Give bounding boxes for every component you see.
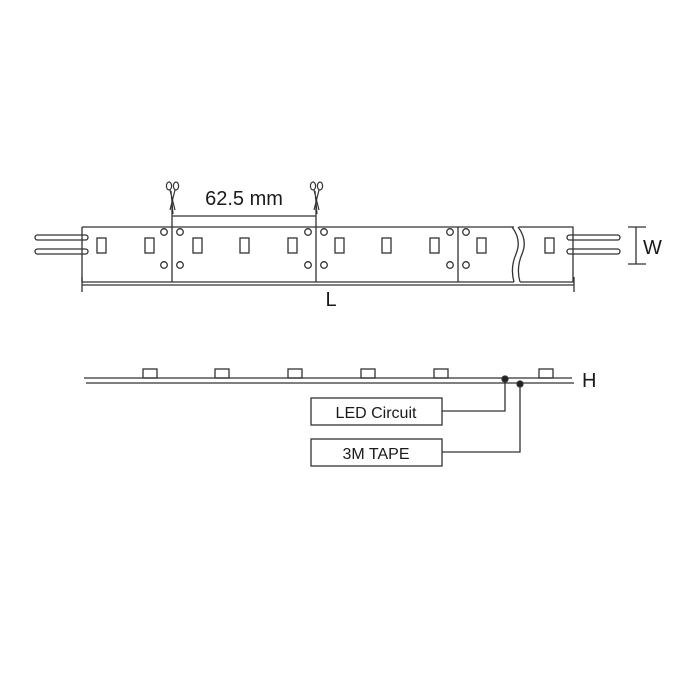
tape-label: 3M TAPE: [343, 446, 410, 463]
length-label: L: [325, 289, 336, 311]
led-circuit-box: [310, 397, 443, 426]
tape-marker: [516, 380, 524, 388]
led-circuit-label: LED Circuit: [336, 405, 417, 422]
solder-pads: [160, 228, 470, 269]
led-chips-top: [96, 237, 555, 254]
cut-spacing-label: 62.5 mm: [205, 188, 283, 210]
width-label: W: [643, 237, 662, 259]
scissors-icon: [165, 181, 180, 215]
led-chips-side: [142, 368, 554, 379]
led-circuit-marker: [501, 375, 509, 383]
tape-box: [310, 438, 443, 467]
height-label: H: [582, 370, 596, 392]
wire-leads-left: [34, 234, 89, 255]
wire-leads-right: [566, 234, 621, 255]
scissors-icon: [309, 181, 324, 215]
callout-leaders: [442, 379, 521, 453]
top-view-strip: [81, 226, 574, 283]
side-view-strip: [84, 377, 574, 384]
length-dimension: [81, 277, 575, 292]
width-dimension: [628, 226, 646, 265]
